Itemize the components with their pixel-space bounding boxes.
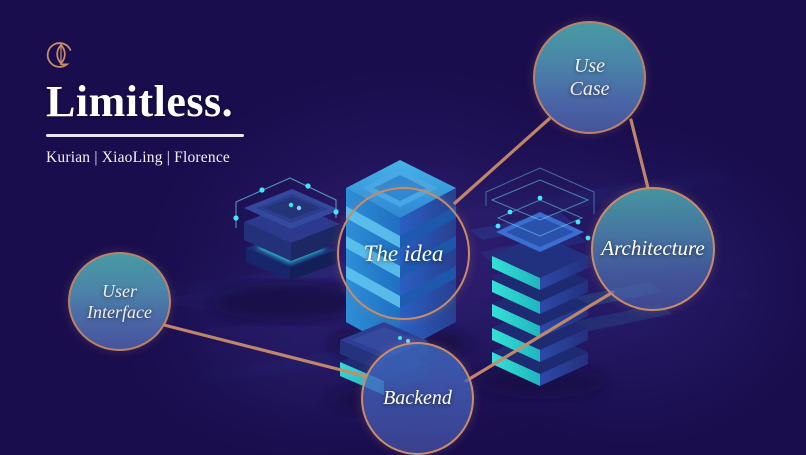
connector-lines bbox=[162, 117, 650, 383]
connector-idea-usecase bbox=[453, 117, 551, 205]
node-architecture[interactable]: Architecture bbox=[591, 187, 715, 311]
node-backend-label: Backend bbox=[383, 387, 452, 410]
leaf-in-circle-icon bbox=[46, 42, 72, 68]
page-title: Limitless. bbox=[46, 77, 234, 126]
node-the-idea[interactable]: The idea bbox=[337, 187, 470, 320]
node-user-interface[interactable]: User Interface bbox=[68, 252, 171, 351]
title-divider bbox=[46, 134, 244, 137]
connector-architecture-backend bbox=[464, 290, 615, 383]
node-user-interface-label-line1: User bbox=[102, 281, 137, 302]
node-use-case[interactable]: Use Case bbox=[533, 21, 646, 134]
author-list: Kurian | XiaoLing | Florence bbox=[46, 149, 230, 166]
node-use-case-label-line1: Use bbox=[573, 55, 606, 78]
node-use-case-label-line2: Case bbox=[569, 77, 610, 100]
node-backend[interactable]: Backend bbox=[361, 342, 474, 455]
connector-backend-userinterface bbox=[162, 323, 367, 378]
node-architecture-label: Architecture bbox=[601, 236, 705, 261]
connector-usecase-architecture bbox=[629, 118, 650, 190]
node-the-idea-label: The idea bbox=[363, 240, 444, 266]
node-user-interface-label-line2: Interface bbox=[87, 301, 152, 322]
brand-block: Limitless. Kurian | XiaoLing | Florence bbox=[44, 38, 274, 167]
